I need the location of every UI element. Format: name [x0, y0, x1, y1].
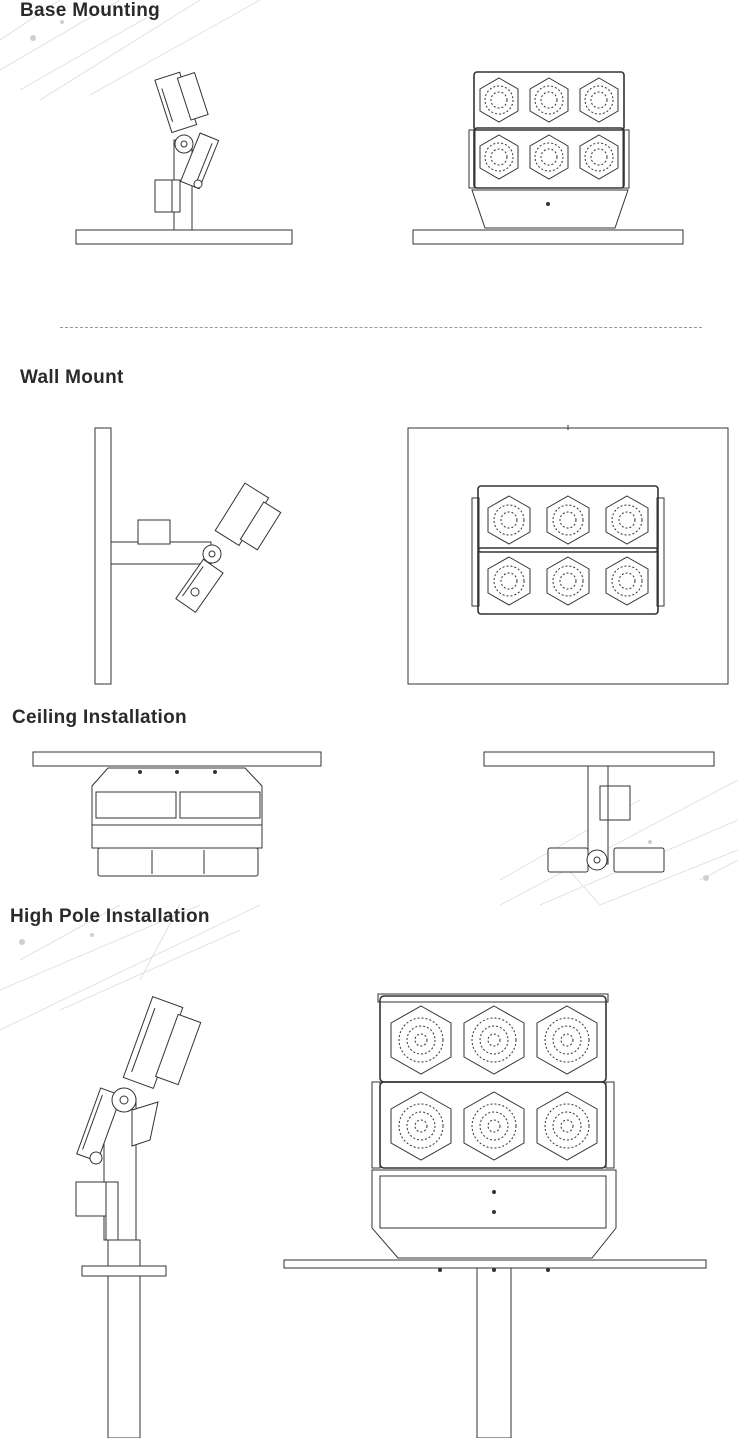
hexagon-led-module-icon	[390, 1005, 598, 1161]
decoration-pole-left	[0, 904, 261, 1031]
high-pole-installation-heading: High Pole Installation	[10, 906, 210, 927]
base-mounting-heading: Base Mounting	[20, 0, 161, 21]
ceiling-installation-heading: Ceiling Installation	[12, 707, 187, 728]
decoration-top-left	[0, 0, 261, 101]
section-divider	[60, 327, 702, 328]
hexagon-led-module-icon	[479, 77, 619, 180]
wall-mount-heading: Wall Mount	[20, 367, 124, 388]
hexagon-led-module-icon	[487, 495, 649, 606]
